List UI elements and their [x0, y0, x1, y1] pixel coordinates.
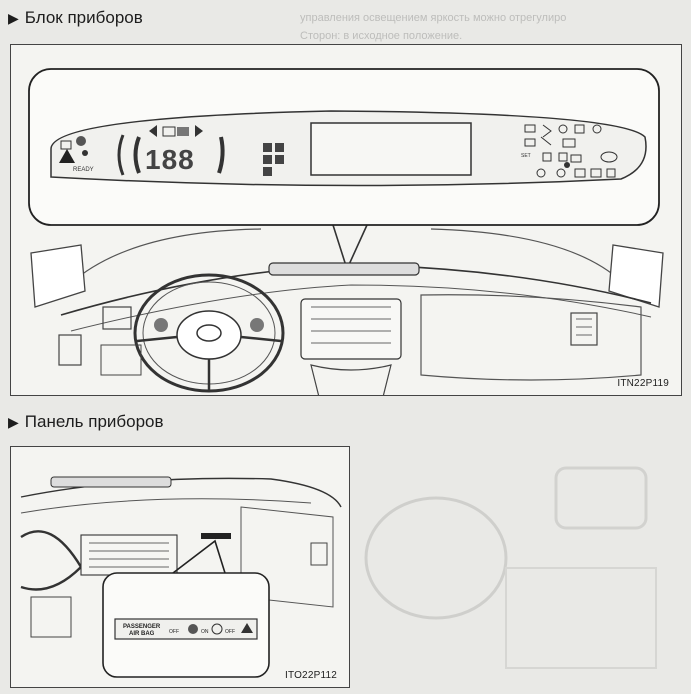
figure-code: ITN22P119	[617, 378, 669, 389]
section-heading-instrument-panel: ▶ Панель приборов	[8, 412, 164, 432]
instrument-panel-figure: PASSENGER AIR BAG OFF ON OFF ITO22P112	[10, 446, 350, 688]
bleed-text-line: Сторон: в исходное положение.	[300, 30, 463, 42]
arrow-right-icon	[195, 125, 203, 137]
ready-indicator: READY	[73, 167, 94, 173]
airbag-off-label: OFF	[169, 629, 179, 635]
airbag-label-line1: PASSENGER	[123, 624, 161, 630]
figure-code: ITO22P112	[284, 670, 337, 681]
airbag-off-label-2: OFF	[225, 629, 235, 635]
heading-text: Панель приборов	[24, 412, 164, 431]
section-heading-instrument-cluster: ▶ Блок приборов	[8, 8, 143, 28]
instrument-cluster-figure: READY 188 SET ITN22P119	[10, 44, 682, 396]
set-indicator: SET	[521, 153, 531, 159]
cluster-illustration: READY 188 SET	[28, 68, 664, 395]
fuel-icon	[564, 162, 570, 168]
panel-illustration: PASSENGER AIR BAG OFF ON OFF	[20, 476, 342, 678]
triangle-right-icon: ▶	[8, 413, 19, 430]
arrow-left-icon	[149, 125, 157, 137]
warning-icon	[59, 149, 75, 163]
bleed-text-line: управления освещением яркость можно отре…	[300, 12, 567, 24]
bleed-illustration	[364, 466, 657, 669]
triangle-right-icon: ▶	[8, 9, 19, 26]
airbag-label-line2: AIR BAG	[129, 631, 155, 637]
heading-text: Блок приборов	[24, 8, 143, 27]
speed-digits: 188	[145, 144, 195, 175]
airbag-on-label: ON	[201, 629, 209, 635]
seatbelt-icon	[82, 150, 88, 156]
airbag-icon	[188, 624, 198, 634]
